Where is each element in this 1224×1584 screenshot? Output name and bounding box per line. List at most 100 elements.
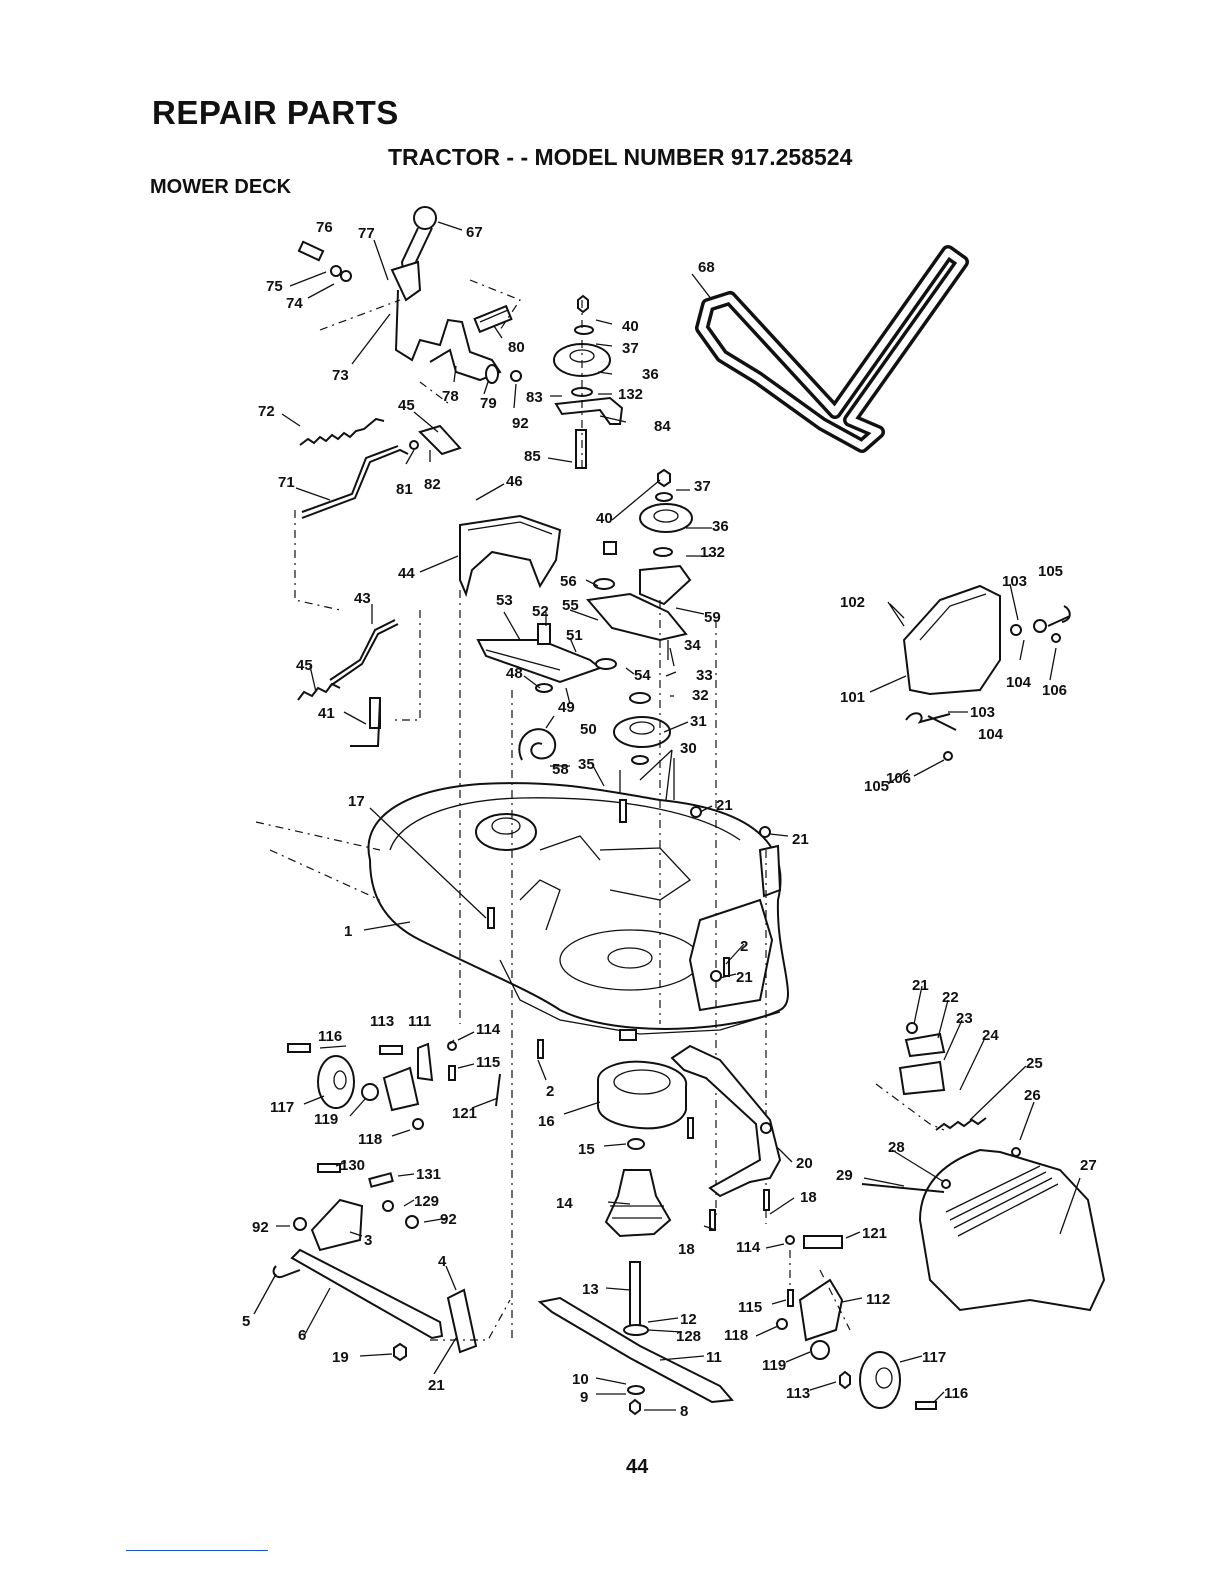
callout-label: 76 xyxy=(316,219,333,236)
callout-label: 10 xyxy=(572,1371,589,1388)
callout-label: 71 xyxy=(278,474,295,491)
callout-label: 75 xyxy=(266,278,283,295)
callout-label: 59 xyxy=(704,609,721,626)
callout-label: 4 xyxy=(438,1253,447,1270)
drive-belt-68 xyxy=(695,245,969,453)
callout-label: 79 xyxy=(480,395,497,412)
callout-label: 19 xyxy=(332,1349,349,1366)
callout-label: 102 xyxy=(840,594,865,611)
callout-label: 8 xyxy=(680,1403,688,1420)
callout-label: 26 xyxy=(1024,1087,1041,1104)
callout-label: 132 xyxy=(700,544,725,561)
callout-label: 29 xyxy=(836,1167,853,1184)
section-heading: MOWER DECK xyxy=(150,176,292,198)
callout-label: 17 xyxy=(348,793,365,810)
callout-label: 28 xyxy=(888,1139,905,1156)
callout-label: 103 xyxy=(970,704,995,721)
callout-label: 101 xyxy=(840,689,865,706)
callout-label: 67 xyxy=(466,224,483,241)
callout-label: 80 xyxy=(508,339,525,356)
callout-label: 13 xyxy=(582,1281,599,1298)
callout-label: 21 xyxy=(912,977,929,994)
callout-label: 116 xyxy=(318,1028,342,1045)
callout-label: 132 xyxy=(618,386,643,403)
callout-label: 6 xyxy=(298,1327,306,1344)
model-subtitle: TRACTOR - - MODEL NUMBER 917.258524 xyxy=(388,144,853,170)
callout-label: 34 xyxy=(684,637,701,654)
callout-label: 121 xyxy=(862,1225,887,1242)
callout-label: 104 xyxy=(1006,674,1032,691)
callout-label: 14 xyxy=(556,1195,573,1212)
callout-label: 119 xyxy=(762,1357,786,1374)
page-number: 44 xyxy=(626,1456,649,1478)
callout-label: 82 xyxy=(424,476,441,493)
callout-label: 106 xyxy=(886,770,911,787)
callout-label: 31 xyxy=(690,713,707,730)
callout-label: 46 xyxy=(506,473,523,490)
callout-label: 92 xyxy=(440,1211,457,1228)
callout-label: 25 xyxy=(1026,1055,1043,1072)
callout-label: 41 xyxy=(318,705,335,722)
belt-guard-44 xyxy=(459,514,562,598)
callout-label: 118 xyxy=(724,1327,748,1344)
right-side-hardware xyxy=(861,1022,1106,1312)
callout-label: 21 xyxy=(428,1377,445,1394)
callout-label: 9 xyxy=(580,1389,588,1406)
callout-label: 36 xyxy=(712,518,729,535)
callout-label: 21 xyxy=(792,831,809,848)
callout-label: 32 xyxy=(692,687,709,704)
callout-label: 128 xyxy=(676,1328,701,1345)
callout-label: 78 xyxy=(442,388,459,405)
callout-label: 116 xyxy=(944,1385,968,1402)
callout-label: 118 xyxy=(358,1131,382,1148)
callout-label: 20 xyxy=(796,1155,813,1172)
callout-label: 12 xyxy=(680,1311,697,1328)
callout-label: 129 xyxy=(414,1193,439,1210)
callout-label: 49 xyxy=(558,699,575,716)
idler-pulley-bracket-group xyxy=(476,468,693,810)
callout-label: 113 xyxy=(786,1385,810,1402)
callout-label: 44 xyxy=(398,565,415,582)
callout-label: 56 xyxy=(560,573,577,590)
lift-lever-assembly xyxy=(297,206,522,407)
callout-label: 131 xyxy=(416,1166,441,1183)
baffle-101 xyxy=(902,584,1071,761)
callout-label: 45 xyxy=(296,657,313,674)
callout-label: 52 xyxy=(532,603,549,620)
belt-guard-20 xyxy=(670,1044,782,1231)
callout-label: 23 xyxy=(956,1010,973,1027)
callout-label: 115 xyxy=(738,1299,762,1316)
callout-label: 72 xyxy=(258,403,275,420)
callout-label: 92 xyxy=(512,415,529,432)
callout-label: 22 xyxy=(942,989,959,1006)
callout-label: 1 xyxy=(344,923,352,940)
callout-label: 104 xyxy=(978,726,1004,743)
callout-label: 53 xyxy=(496,592,513,609)
callout-label: 50 xyxy=(580,721,597,738)
callout-label: 119 xyxy=(314,1111,338,1128)
lift-link-group xyxy=(272,1163,511,1362)
callout-label: 2 xyxy=(740,938,748,955)
callout-label: 51 xyxy=(566,627,583,644)
callout-label: 40 xyxy=(596,510,613,527)
callout-label: 33 xyxy=(696,667,713,684)
callout-label: 5 xyxy=(242,1313,250,1330)
callout-label: 24 xyxy=(982,1027,999,1044)
callout-label: 92 xyxy=(252,1219,269,1236)
callout-label: 117 xyxy=(270,1099,294,1116)
footer-rule xyxy=(126,1550,268,1551)
left-gauge-wheel-assembly xyxy=(287,1041,501,1130)
callout-label: 11 xyxy=(706,1349,722,1366)
callout-label: 58 xyxy=(552,761,569,778)
mower-deck-body xyxy=(255,590,789,1340)
callout-label: 114 xyxy=(736,1239,761,1256)
callout-label: 117 xyxy=(922,1349,946,1366)
callout-label: 37 xyxy=(694,478,711,495)
callout-label: 105 xyxy=(864,778,889,795)
callout-label: 15 xyxy=(578,1141,595,1158)
callout-label: 37 xyxy=(622,340,639,357)
callout-label: 36 xyxy=(642,366,659,383)
upper-pulley-stack xyxy=(553,294,624,470)
callout-label: 54 xyxy=(634,667,651,684)
